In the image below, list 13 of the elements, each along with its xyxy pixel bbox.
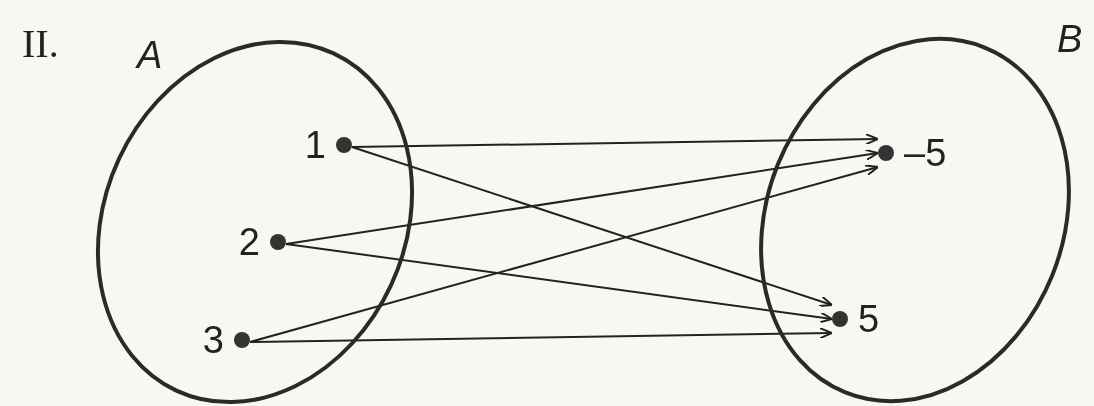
element-value: 1	[304, 126, 326, 164]
element-value: 2	[238, 223, 260, 261]
mapping-arrow	[285, 243, 833, 324]
element-value: 5	[858, 300, 880, 338]
mapping-arrow	[351, 146, 833, 307]
mapping-arrow	[249, 164, 879, 343]
element-value: –5	[904, 134, 947, 172]
set-name: A	[137, 36, 163, 74]
element-value: 3	[202, 321, 224, 359]
set-name: B	[1057, 20, 1083, 58]
mapping-arrow	[249, 327, 833, 343]
problem-number: II.	[22, 24, 59, 64]
mapping-arrow	[351, 133, 879, 148]
